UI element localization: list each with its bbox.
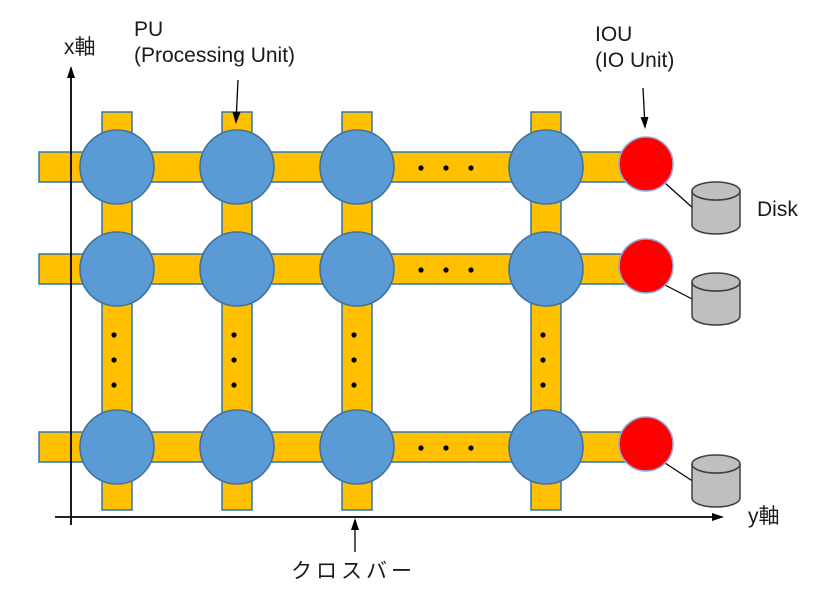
pu-label: PU (Processing Unit)	[134, 17, 295, 69]
pu-nodes	[79, 129, 584, 485]
disk-cylinder-top	[691, 181, 741, 201]
iou-disk-connector	[664, 462, 695, 483]
pu-label-line1: PU	[134, 18, 164, 41]
iou-pointer-arrow	[640, 87, 649, 129]
disk-cylinders	[691, 181, 741, 508]
pu-circle	[319, 129, 395, 205]
ellipsis-dot	[351, 332, 357, 338]
iou-circle	[618, 136, 674, 192]
ellipsis-dots	[111, 165, 546, 451]
pu-circle	[319, 231, 395, 307]
ellipsis-dot	[443, 165, 449, 171]
iou-label: IOU (IO Unit)	[595, 22, 674, 74]
x-axis-label: x軸	[64, 36, 96, 59]
ellipsis-dot	[468, 267, 474, 273]
pu-circle	[319, 409, 395, 485]
ellipsis-dot	[351, 357, 357, 363]
y-axis-label: y軸	[748, 505, 780, 528]
pu-circle	[79, 129, 155, 205]
pu-circle	[199, 231, 275, 307]
ellipsis-dot	[231, 382, 237, 388]
disk-cylinder-top	[691, 454, 741, 474]
iou-nodes	[618, 136, 674, 472]
iou-label-line1: IOU	[595, 23, 633, 46]
pu-circle	[79, 409, 155, 485]
ellipsis-dot	[418, 445, 424, 451]
ellipsis-dot	[111, 357, 117, 363]
crossbar-label: クロスバー	[291, 560, 416, 583]
iou-circle	[618, 238, 674, 294]
disk-label: Disk	[757, 198, 798, 221]
iou-circle	[618, 416, 674, 472]
pu-circle	[199, 409, 275, 485]
ellipsis-dot	[468, 445, 474, 451]
iou-label-line2: (IO Unit)	[595, 49, 675, 72]
disk-cylinder-top	[691, 272, 741, 292]
ellipsis-dot	[231, 357, 237, 363]
ellipsis-dot	[443, 267, 449, 273]
annotation-arrows	[232, 79, 649, 552]
pu-circle	[79, 231, 155, 307]
ellipsis-dot	[468, 165, 474, 171]
pu-circle	[508, 129, 584, 205]
iou-disk-connector	[664, 284, 695, 301]
pu-label-line2: (Processing Unit)	[134, 44, 296, 67]
pu-circle	[199, 129, 275, 205]
ellipsis-dot	[540, 382, 546, 388]
ellipsis-dot	[351, 382, 357, 388]
ellipsis-dot	[443, 445, 449, 451]
ellipsis-dot	[540, 357, 546, 363]
pu-circle	[508, 409, 584, 485]
ellipsis-dot	[231, 332, 237, 338]
pu-pointer-arrow	[232, 79, 241, 124]
ellipsis-dot	[418, 267, 424, 273]
iou-disk-connectors	[664, 182, 695, 483]
axes	[55, 66, 724, 525]
ellipsis-dot	[111, 382, 117, 388]
ellipsis-dot	[540, 332, 546, 338]
ellipsis-dot	[111, 332, 117, 338]
iou-disk-connector	[664, 182, 695, 210]
ellipsis-dot	[418, 165, 424, 171]
pu-circle	[508, 231, 584, 307]
